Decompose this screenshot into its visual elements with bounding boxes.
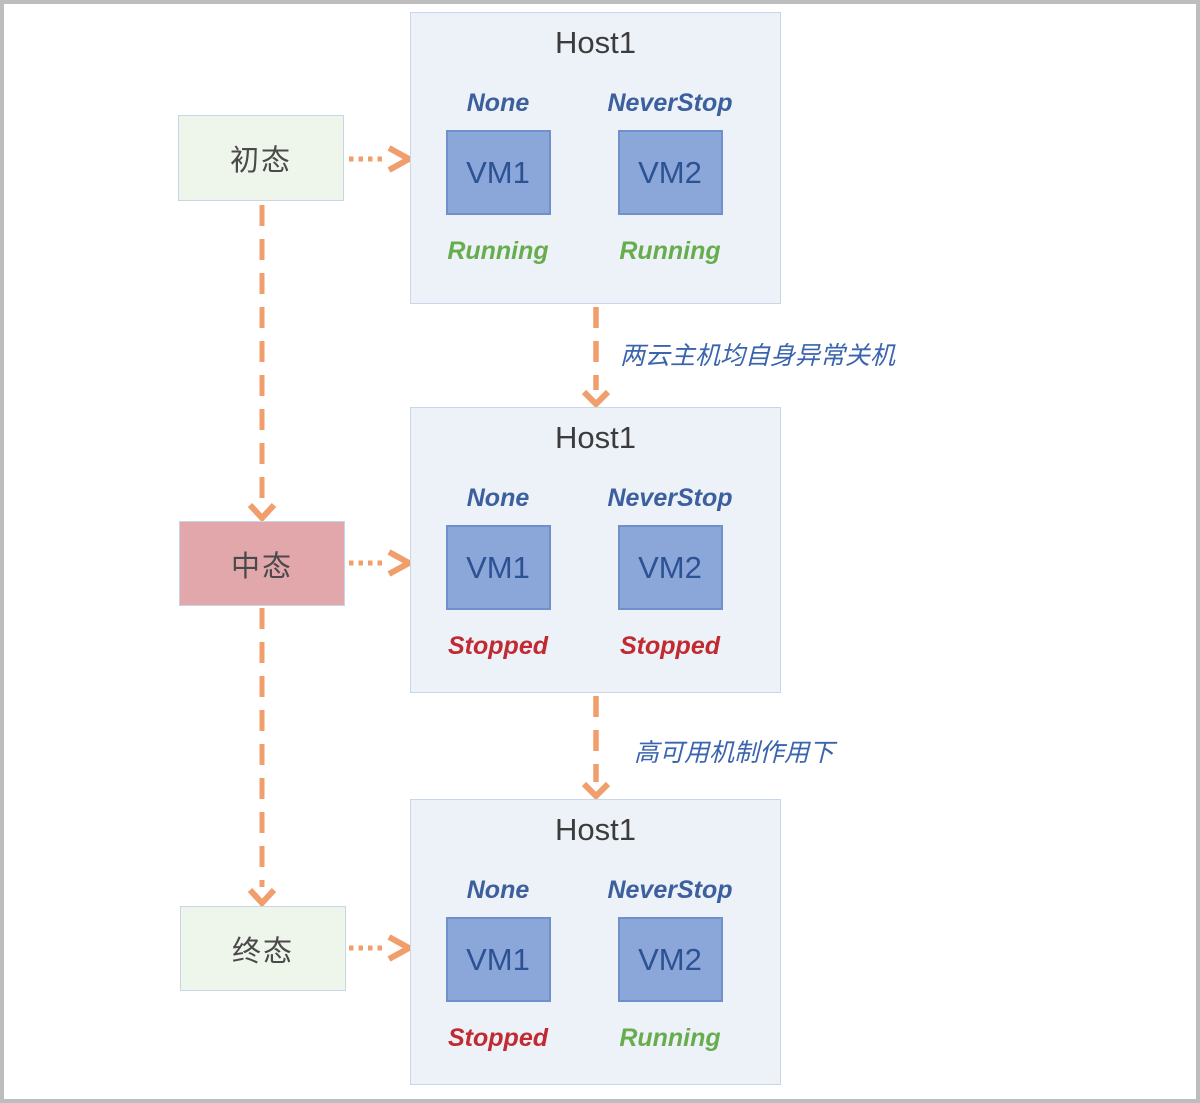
vm-policy-label: None bbox=[466, 89, 530, 117]
vm-name: VM1 bbox=[466, 941, 530, 977]
state-box-initial: 初态 bbox=[178, 115, 344, 201]
arrow-host1-to-host2 bbox=[581, 307, 611, 409]
vm-column: NeverStop VM2 Running bbox=[590, 874, 750, 1053]
arrow-middle-to-host1 bbox=[349, 549, 416, 577]
vm-policy-label: NeverStop bbox=[607, 484, 733, 512]
vm-box: VM1 bbox=[445, 130, 551, 215]
vm-box: VM2 bbox=[617, 130, 723, 215]
vm-status-label: Stopped bbox=[448, 1024, 548, 1052]
host-title: Host1 bbox=[555, 420, 636, 455]
state-label-middle: 中态 bbox=[230, 550, 293, 583]
state-label-initial: 初态 bbox=[229, 145, 292, 177]
vm-status-label: Stopped bbox=[620, 632, 720, 660]
vm-policy-label: NeverStop bbox=[607, 89, 733, 117]
vm-status-label: Running bbox=[619, 237, 721, 265]
arrow-initial-to-middle bbox=[247, 205, 277, 523]
arrow-final-to-host1 bbox=[349, 934, 416, 962]
vm-column: NeverStop VM2 Stopped bbox=[590, 482, 750, 661]
vm-policy-label: None bbox=[466, 484, 530, 512]
state-box-middle: 中态 bbox=[179, 521, 345, 606]
vm-name: VM2 bbox=[638, 549, 702, 585]
vm-status-label: Running bbox=[619, 1024, 721, 1052]
vm-column: NeverStop VM2 Running bbox=[590, 87, 750, 266]
vm-column: None VM1 Stopped bbox=[418, 482, 578, 661]
host-title: Host1 bbox=[555, 25, 636, 60]
host-box-initial: Host1 None VM1 Running NeverStop VM2 Run… bbox=[410, 12, 781, 304]
transition-label-shutdown: 两云主机均自身异常关机 bbox=[620, 342, 896, 370]
vm-name: VM1 bbox=[466, 549, 530, 585]
vm-status-label: Running bbox=[447, 237, 549, 265]
host-box-final: Host1 None VM1 Stopped NeverStop VM2 Run… bbox=[410, 799, 781, 1085]
vm-box: VM1 bbox=[445, 525, 551, 610]
vm-status-label: Stopped bbox=[448, 632, 548, 660]
vm-policy-label: None bbox=[466, 876, 530, 904]
vm-name: VM1 bbox=[466, 154, 530, 190]
state-label-final: 终态 bbox=[231, 935, 294, 968]
vm-box: VM2 bbox=[617, 525, 723, 610]
vm-name: VM2 bbox=[638, 154, 702, 190]
state-box-final: 终态 bbox=[180, 906, 346, 991]
vm-policy-label: NeverStop bbox=[607, 876, 733, 904]
vm-column: None VM1 Stopped bbox=[418, 874, 578, 1053]
host-title: Host1 bbox=[555, 812, 636, 847]
vm-column: None VM1 Running bbox=[418, 87, 578, 266]
vm-name: VM2 bbox=[638, 941, 702, 977]
vm-box: VM1 bbox=[445, 917, 551, 1002]
host-box-middle: Host1 None VM1 Stopped NeverStop VM2 Sto… bbox=[410, 407, 781, 693]
arrow-host2-to-host3 bbox=[581, 696, 611, 801]
arrow-initial-to-host1 bbox=[349, 145, 416, 173]
transition-label-ha: 高可用机制作用下 bbox=[634, 739, 835, 767]
arrow-middle-to-final bbox=[247, 608, 277, 908]
vm-box: VM2 bbox=[617, 917, 723, 1002]
